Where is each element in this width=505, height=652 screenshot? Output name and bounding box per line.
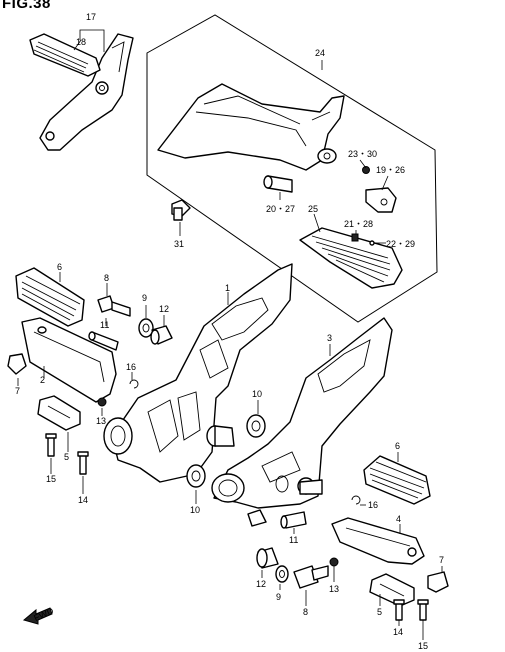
callout-21-28: 21・28	[344, 219, 373, 229]
clip-16-right	[351, 495, 366, 506]
plate-5-right	[369, 573, 415, 607]
callout-14-right: 14	[393, 627, 403, 637]
callout-9-upper: 9	[142, 293, 147, 303]
footrest-bracket-1	[103, 263, 293, 483]
washer-9-upper	[138, 305, 154, 338]
callout-23-30: 23・30	[348, 149, 377, 159]
pivot-pin-11-right	[247, 509, 307, 534]
clip-23-30	[359, 159, 370, 174]
callout-10-upper: 10	[252, 389, 262, 399]
callout-11-left: 11	[100, 320, 109, 330]
callout-6-left: 6	[57, 262, 62, 272]
callout-1: 1	[225, 283, 230, 293]
bracket-24	[157, 83, 345, 171]
forward-arrow-icon: FWD	[22, 605, 56, 625]
bolt-15-right	[417, 599, 429, 640]
washer-10-left	[246, 400, 266, 438]
bolt-8-lower	[293, 565, 329, 606]
bolt-14-right	[393, 599, 405, 626]
callout-10-lower: 10	[190, 505, 200, 515]
callout-25: 25	[308, 204, 318, 214]
footpeg-25	[299, 213, 403, 289]
bracket-19-26	[365, 175, 397, 213]
callout-18: 18	[76, 37, 86, 47]
washer-13-left	[97, 397, 107, 416]
callout-19-26: 19・26	[376, 165, 405, 175]
bush-12-upper	[150, 315, 173, 345]
callout-2: 2	[40, 375, 45, 385]
bolt-14-left	[77, 451, 89, 494]
callout-3: 3	[327, 333, 332, 343]
callout-11-right: 11	[289, 535, 298, 545]
callout-5-right: 5	[377, 607, 382, 617]
callout-5-left: 5	[64, 452, 69, 462]
clip-16-left	[129, 372, 139, 389]
callout-15-left: 15	[46, 474, 56, 484]
footrest-bracket-3	[211, 317, 393, 509]
sub-assembly-frame	[146, 14, 438, 323]
callout-9-lower: 9	[276, 592, 281, 602]
bolt-15-left	[45, 433, 57, 474]
callout-13-right: 13	[329, 584, 339, 594]
callout-20-27: 20・27	[266, 204, 295, 214]
callout-12-right: 12	[256, 579, 266, 589]
callout-17: 17	[86, 12, 96, 22]
callout-16-right: 16	[368, 500, 378, 510]
washer-13-right	[329, 557, 339, 582]
callout-22-29: 22・29	[386, 239, 415, 249]
callout-14-left: 14	[78, 495, 88, 505]
callout-7-right: 7	[439, 555, 444, 565]
callout-13-left: 13	[96, 416, 106, 426]
callout-8-lower: 8	[303, 607, 308, 617]
pivot-pin-11-left	[88, 318, 119, 351]
callout-4: 4	[396, 514, 401, 524]
footpeg-rubber-6-right	[363, 452, 431, 505]
footrest-bracket-2	[21, 317, 117, 403]
figure-title: FIG.38	[2, 0, 51, 12]
pin-22-29	[369, 240, 386, 246]
footrest-bracket-4	[331, 517, 425, 565]
callout-8-upper: 8	[104, 273, 109, 283]
callout-6-right: 6	[395, 441, 400, 451]
pin-20-27	[263, 175, 293, 200]
spring-7-right	[427, 566, 449, 593]
callout-7-left: 7	[15, 386, 20, 396]
bolt-8-upper	[97, 283, 131, 317]
footpeg-rubber-6-left	[15, 267, 85, 327]
callout-24: 24	[315, 48, 325, 58]
callout-16-left: 16	[126, 362, 136, 372]
callout-15-right: 15	[418, 641, 428, 651]
washer-9-lower	[275, 565, 289, 590]
spring-21-28	[351, 230, 359, 242]
callout-31: 31	[174, 239, 184, 249]
washer-10-right	[186, 464, 206, 504]
bolt-31	[171, 199, 191, 236]
plate-5-left	[37, 395, 81, 452]
passenger-footrest-assembly	[29, 33, 134, 151]
spring-7-left	[7, 353, 27, 386]
forward-arrow-label: FWD	[32, 605, 55, 623]
bush-12-lower	[256, 547, 279, 578]
callout-12-upper: 12	[159, 304, 169, 314]
